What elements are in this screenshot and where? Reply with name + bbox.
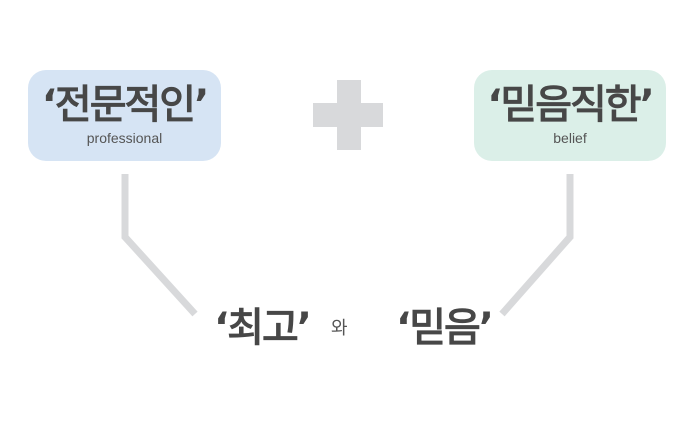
right-connector-line [499,174,574,317]
left-connector-line [121,174,198,317]
result-trust: ‘믿음’ [396,305,494,351]
belief-title: ‘믿음직한’ [487,82,655,128]
belief-subtitle: belief [553,130,587,146]
professional-subtitle: professional [86,130,163,146]
professional-box: ‘전문적인’ professional [28,70,221,161]
belief-box: ‘믿음직한’ belief [474,70,666,161]
result-best: ‘최고’ [214,305,312,351]
professional-title: ‘전문적인’ [41,82,210,128]
result-conjunction: 와 [331,318,348,339]
